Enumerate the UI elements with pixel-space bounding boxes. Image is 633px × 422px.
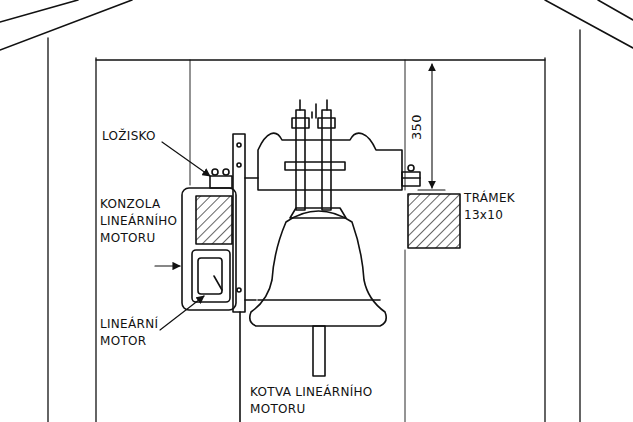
crown-bolts (292, 100, 335, 210)
bolt-shaft (322, 110, 331, 210)
bearing (210, 176, 232, 188)
part-label: KONZOLA LINEÁRNÍHO MOTORU (100, 196, 180, 247)
walls (48, 30, 580, 422)
bracket-plate (233, 134, 245, 312)
bell-body (250, 211, 386, 326)
motor-core (198, 258, 222, 294)
axle (245, 177, 258, 179)
top-beam-line (96, 59, 545, 60)
crown-stub (312, 104, 316, 118)
dimension-label: 350 (408, 112, 425, 142)
wall-line (47, 38, 48, 422)
bell-crown (290, 208, 346, 218)
roof-line (545, 0, 633, 48)
part-label: LINEÁRNÍ MOTOR (100, 316, 180, 350)
leaders (155, 142, 210, 330)
part-label: LOŽISKO (102, 128, 182, 145)
crossbar (285, 162, 345, 170)
guide-line (405, 60, 406, 190)
bell (250, 208, 386, 376)
leader-line (160, 296, 204, 330)
anchor-arm (245, 299, 256, 301)
dimension-tick (418, 189, 445, 190)
roof-line (0, 0, 78, 22)
bolt (223, 169, 229, 175)
bolt (212, 169, 218, 175)
console-outline (182, 188, 236, 310)
bolt (237, 143, 241, 147)
guide-line (405, 250, 406, 422)
beam-section (408, 194, 460, 248)
roof (0, 0, 633, 50)
wall-line (95, 58, 96, 422)
roof-line (0, 0, 132, 50)
nut (292, 118, 309, 128)
bearing (402, 172, 420, 186)
bolt (408, 165, 414, 171)
motor-console (182, 188, 236, 310)
roof-line (598, 0, 633, 20)
wall-line (579, 30, 580, 422)
dimension-arrow (431, 64, 432, 188)
leader-line (155, 265, 180, 266)
part-label: KOTVA LINEÁRNÍHO MOTORU (250, 384, 400, 418)
part-label: TRÁMEK 13x10 (464, 190, 536, 224)
leader-line (162, 142, 210, 176)
bolt (237, 163, 241, 167)
headstock (245, 133, 420, 190)
motor-detail (214, 276, 222, 290)
bolt (237, 288, 241, 292)
nut (318, 118, 335, 128)
bolt-tip (300, 100, 327, 110)
axle (402, 177, 420, 179)
guide-line (190, 60, 191, 185)
linear-motor (192, 250, 230, 302)
wall-line (544, 58, 545, 422)
bolt-shaft (296, 110, 305, 210)
beam-section (196, 196, 232, 244)
sound-bow (258, 299, 380, 301)
bearings (210, 165, 420, 188)
anchor-line (239, 312, 241, 422)
clapper (313, 326, 325, 376)
yoke (258, 133, 402, 190)
